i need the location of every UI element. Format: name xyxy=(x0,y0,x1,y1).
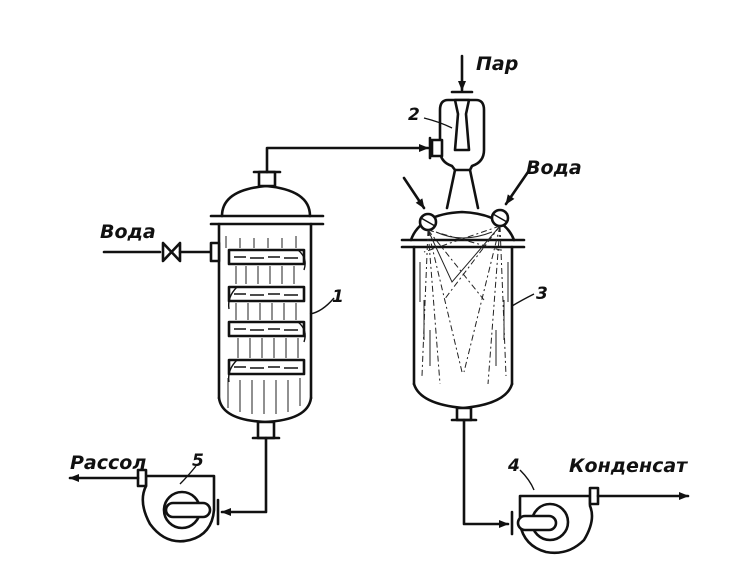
column-trays xyxy=(225,236,306,414)
condenser-vessel-3 xyxy=(400,170,530,422)
pump-4-shaft xyxy=(516,514,558,532)
label-water-left: Вода xyxy=(100,221,156,243)
water-inlet-nozzle xyxy=(209,241,221,263)
condenser-bottom-nozzle xyxy=(455,406,473,422)
pump-5-casing xyxy=(141,474,216,543)
water-arrow-right xyxy=(504,170,530,206)
leader-2 xyxy=(423,117,453,129)
condensate-pipe xyxy=(462,418,510,528)
pump-5-shaft xyxy=(164,501,212,519)
condenser-dome xyxy=(409,210,516,242)
leader-3 xyxy=(511,293,535,307)
leader-1 xyxy=(309,297,335,315)
leader-5 xyxy=(179,465,197,485)
column-bottom-nozzle xyxy=(256,420,276,440)
water-arrow-left xyxy=(402,176,426,210)
spray-pattern xyxy=(419,225,509,385)
number-5: 5 xyxy=(192,451,204,471)
pump-4 xyxy=(510,486,690,555)
number-2: 2 xyxy=(408,105,420,125)
leader-4 xyxy=(519,469,535,491)
label-brine: Рассол xyxy=(70,452,146,474)
ejector-2 xyxy=(428,54,486,210)
label-water-right: Вода xyxy=(526,157,582,179)
ejector-nozzle xyxy=(453,98,471,152)
number-1: 1 xyxy=(332,287,344,307)
number-4: 4 xyxy=(507,456,520,476)
vapor-pipe xyxy=(265,144,430,174)
label-steam: Пар xyxy=(476,53,518,75)
column-dome xyxy=(220,184,312,218)
label-condensate: Конденсат xyxy=(569,455,688,477)
number-3: 3 xyxy=(536,284,548,304)
pump-5 xyxy=(68,468,220,543)
ejector-diffuser xyxy=(445,168,480,210)
column-bottom-dome xyxy=(217,396,313,424)
tray xyxy=(227,358,306,376)
tray xyxy=(227,285,306,303)
brine-pipe xyxy=(220,436,268,516)
ejector-side-port xyxy=(430,138,444,158)
column-vessel-1 xyxy=(102,170,325,440)
water-valve xyxy=(161,241,182,263)
column-top-nozzle xyxy=(257,170,277,188)
condenser-bottom xyxy=(412,382,514,410)
pump-4-casing xyxy=(518,494,594,555)
